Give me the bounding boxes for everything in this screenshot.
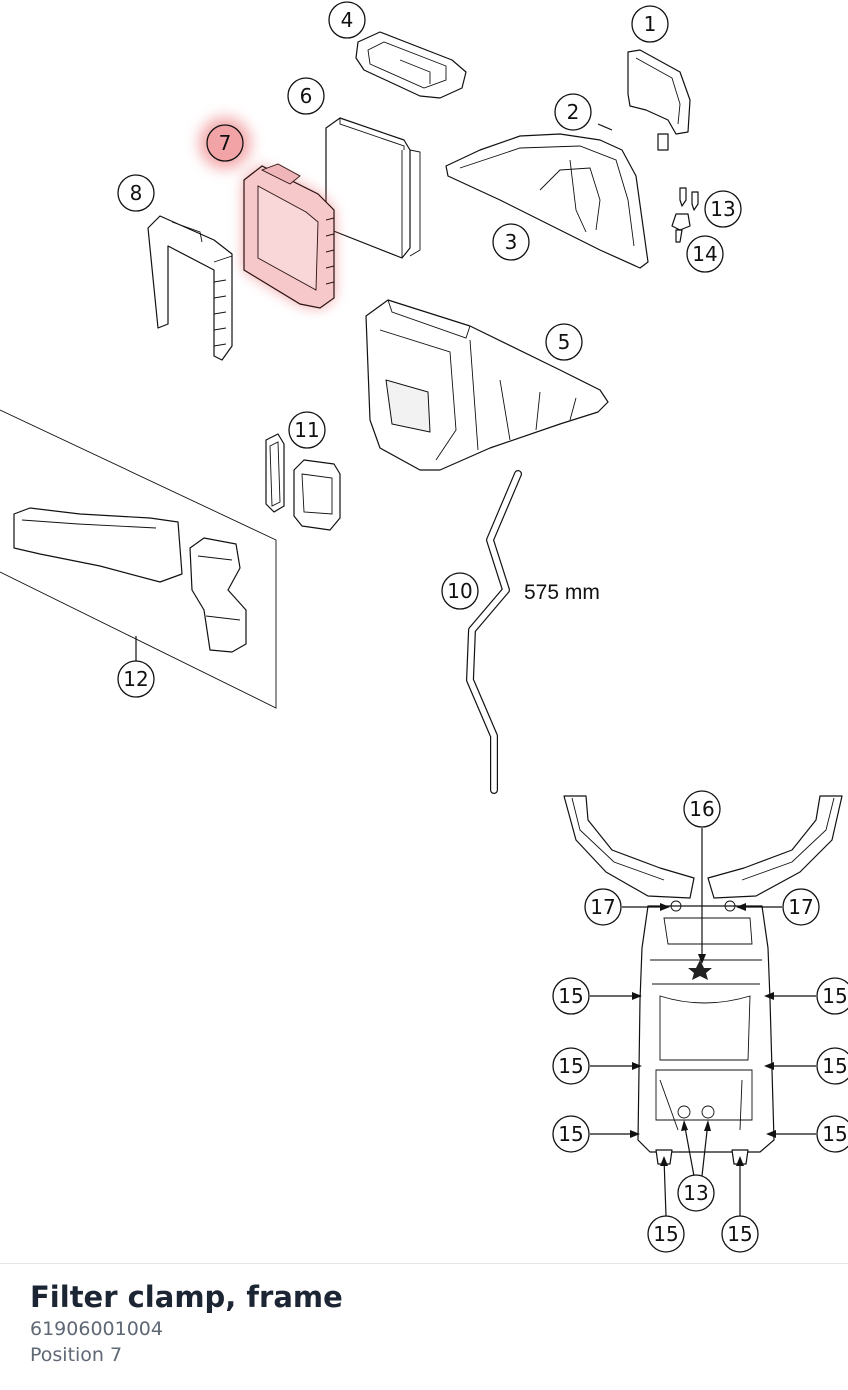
svg-text:17: 17 [590,895,615,919]
callout-17-right[interactable]: 17 [782,888,820,926]
svg-text:1: 1 [644,12,657,36]
svg-text:6: 6 [300,84,313,108]
svg-text:15: 15 [727,1222,752,1246]
callout-2[interactable]: 2 [554,93,592,131]
part-8-grille-frame[interactable] [147,215,233,361]
exploded-parts-diagram: 575 mm 1 [0,1,848,1253]
svg-text:5: 5 [558,330,571,354]
svg-text:16: 16 [689,797,714,821]
part-12-intake-ducts[interactable] [0,409,277,709]
svg-text:3: 3 [505,230,518,254]
callout-13-upper[interactable]: 13 [704,190,742,228]
callout-3[interactable]: 3 [492,223,530,261]
part-3-housing-cover[interactable] [445,133,649,269]
callout-8[interactable]: 8 [117,174,155,212]
svg-text:11: 11 [294,418,319,442]
svg-text:8: 8 [130,181,143,205]
part-13-screws[interactable] [679,187,699,211]
svg-text:15: 15 [558,984,583,1008]
svg-text:14: 14 [692,242,717,266]
callout-5[interactable]: 5 [545,323,583,361]
hose-length-label: 575 mm [524,581,600,604]
assembled-airbox-view[interactable] [563,795,843,1165]
part-7-filter-clamp-frame[interactable] [243,163,335,309]
svg-text:15: 15 [653,1222,678,1246]
svg-text:15: 15 [822,984,847,1008]
callout-15-right-top[interactable]: 15 [816,977,848,1015]
callout-17-left[interactable]: 17 [584,888,622,926]
callout-13-lower[interactable]: 13 [677,1174,715,1212]
part-1-bracket[interactable] [627,49,691,151]
callout-15-bottom-left[interactable]: 15 [647,1215,685,1253]
part-info-panel: Filter clamp, frame 61906001004 Position… [30,1278,830,1368]
callout-16[interactable]: 16 [683,790,721,828]
callout-11[interactable]: 11 [288,411,326,449]
callout-15-left-mid[interactable]: 15 [552,1047,590,1085]
callout-15-bottom-right[interactable]: 15 [721,1215,759,1253]
svg-text:13: 13 [710,197,735,221]
callout-1[interactable]: 1 [631,5,669,43]
assembled-view-leaders [590,828,816,1217]
part-position: Position 7 [30,1344,123,1366]
svg-text:2: 2 [567,100,580,124]
svg-text:13: 13 [683,1181,708,1205]
callout-15-right-low[interactable]: 15 [816,1115,848,1153]
part-2-pin[interactable] [597,123,613,131]
callout-6[interactable]: 6 [287,77,325,115]
svg-text:15: 15 [558,1122,583,1146]
callout-15-right-mid[interactable]: 15 [816,1047,848,1085]
svg-text:10: 10 [447,579,472,603]
part-6-air-filter[interactable] [325,117,421,259]
part-14-valve[interactable] [671,213,691,243]
callout-14[interactable]: 14 [686,235,724,273]
callout-7-highlighted[interactable]: 7 [199,117,251,169]
panel-divider [0,1263,848,1264]
part-4-cover[interactable] [355,31,467,99]
part-number: 61906001004 [30,1318,163,1340]
callout-10[interactable]: 10 [441,572,479,610]
svg-text:15: 15 [558,1054,583,1078]
svg-text:4: 4 [341,8,354,32]
part-5-airbox-housing[interactable] [365,299,609,471]
callout-15-left-top[interactable]: 15 [552,977,590,1015]
svg-text:15: 15 [822,1054,847,1078]
svg-text:7: 7 [219,131,232,155]
part-title: Filter clamp, frame [30,1280,343,1314]
svg-text:15: 15 [822,1122,847,1146]
callout-15-left-low[interactable]: 15 [552,1115,590,1153]
callout-4[interactable]: 4 [328,1,366,39]
svg-text:12: 12 [123,667,148,691]
part-11-seals[interactable] [265,433,341,531]
svg-text:17: 17 [788,895,813,919]
callout-12[interactable]: 12 [117,660,155,698]
part-10-hose[interactable] [466,470,522,794]
